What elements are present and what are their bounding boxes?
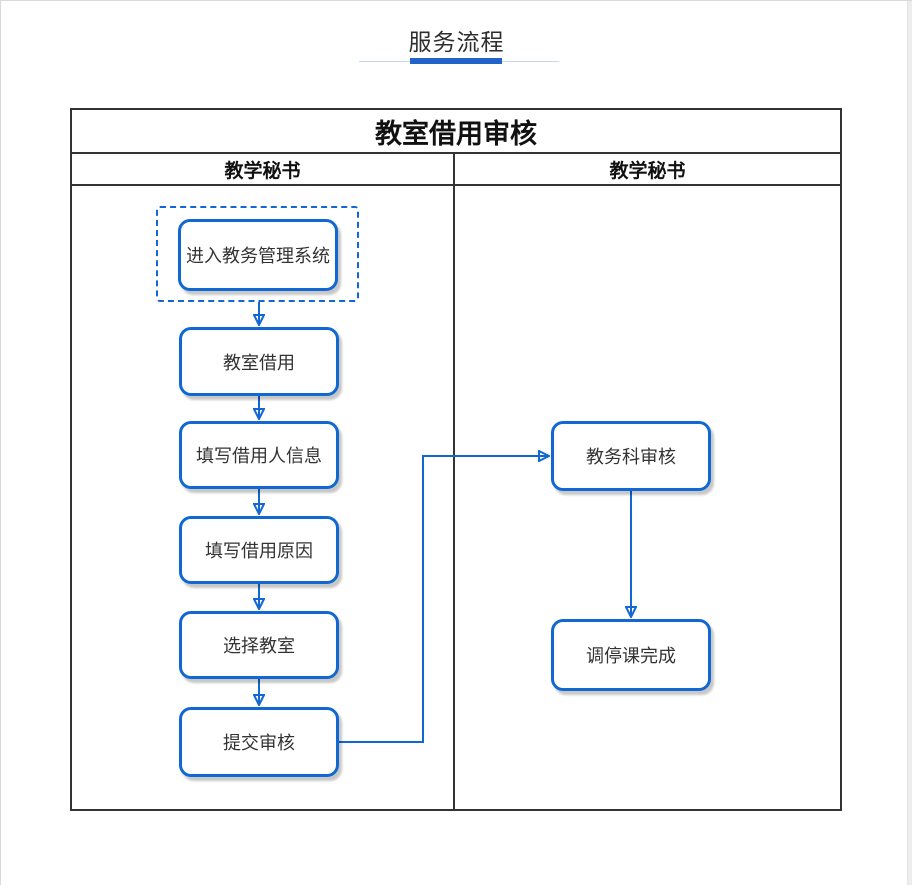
edge-submit-to-office-review — [339, 456, 548, 743]
flow-node-submit-review: 提交审核 — [179, 707, 339, 777]
lane-header-left: 教学秘书 — [72, 154, 455, 184]
flow-node-select-classroom: 选择教室 — [179, 611, 339, 679]
start-node-highlight-dashed-box — [156, 206, 359, 302]
flow-connectors — [72, 302, 840, 743]
flow-node-classroom-borrow: 教室借用 — [179, 327, 339, 396]
flow-node-adjust-class-done: 调停课完成 — [551, 619, 711, 691]
flowchart-table: 教室借用审核 教学秘书 教学秘书 — [70, 108, 842, 811]
vertical-scrollbar[interactable] — [907, 1, 912, 885]
lane-header-row: 教学秘书 教学秘书 — [72, 154, 840, 186]
flow-node-academic-office-review: 教务科审核 — [551, 421, 711, 491]
title-underline-bar — [410, 58, 502, 64]
flow-node-fill-borrow-reason: 填写借用原因 — [179, 516, 339, 584]
flowchart-body: 进入教务管理系统 教室借用 填写借用人信息 填写借用原因 选择教室 提交审核 教… — [72, 186, 840, 809]
lane-left — [72, 186, 455, 809]
lane-header-right: 教学秘书 — [609, 160, 686, 182]
flow-node-enter-system: 进入教务管理系统 — [178, 219, 338, 291]
diagram-title: 教室借用审核 — [72, 110, 840, 154]
flow-node-fill-borrower-info: 填写借用人信息 — [179, 421, 339, 489]
page-title: 服务流程 — [408, 29, 505, 55]
